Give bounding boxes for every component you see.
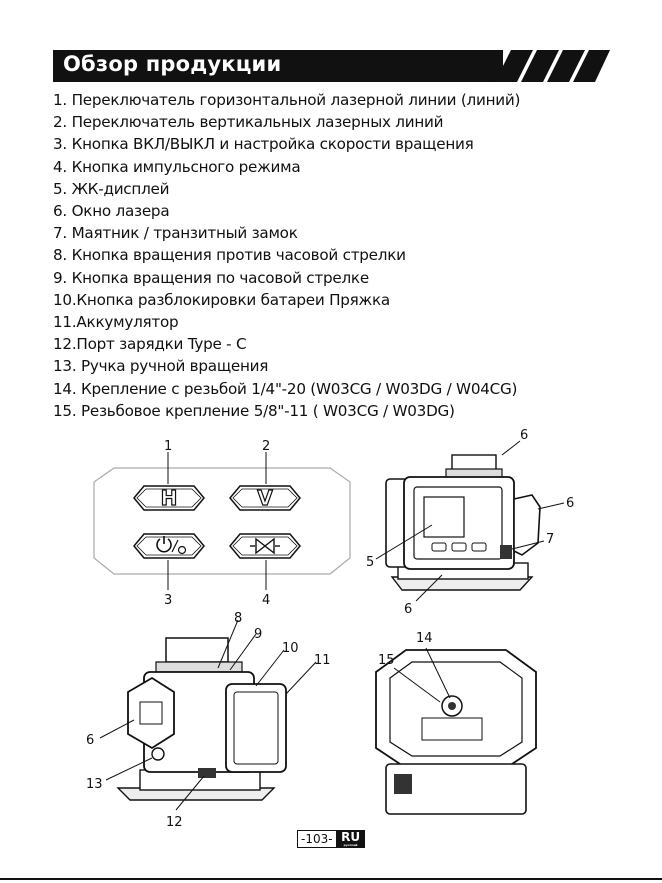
list-item: 8. Кнопка вращения против часовой стрелк… [53, 246, 406, 265]
front-view-figure: 6 6 7 5 6 [366, 428, 574, 617]
vertical-line-button: V [229, 485, 301, 511]
callout-6-top: 6 [520, 428, 528, 443]
list-item: 11.Аккумулятор [53, 313, 179, 332]
list-item: 3. Кнопка ВКЛ/ВЫКЛ и настройка скорости … [53, 135, 474, 154]
list-item: 1. Переключатель горизонтальной лазерной… [53, 91, 521, 109]
section-title-bar: Обзор продукции [53, 50, 503, 82]
callout-10: 10 [282, 641, 299, 656]
callout-15: 15 [378, 653, 395, 668]
callout-1: 1 [164, 439, 172, 454]
page-number: -103- [297, 830, 337, 848]
list-item: 15. Резьбовое крепление 5/8"-11 ( W03CG … [53, 401, 455, 420]
bottom-view-figure: 14 15 [375, 631, 537, 815]
callout-13: 13 [86, 777, 103, 792]
callout-5: 5 [366, 555, 374, 570]
list-item: 12.Порт зарядки Type - C [53, 335, 247, 354]
callout-12: 12 [166, 815, 183, 830]
callout-8: 8 [234, 611, 242, 626]
bottom-rule [0, 878, 662, 880]
callout-2: 2 [262, 439, 270, 454]
callout-6-side: 6 [86, 733, 94, 748]
list-item: 5. ЖК-дисплей [53, 179, 170, 198]
component-list: 1. Переключатель горизонтальной лазерной… [53, 89, 520, 422]
callout-11: 11 [314, 653, 331, 668]
callout-14: 14 [416, 631, 433, 646]
list-item: 2. Переключатель вертикальных лазерных л… [53, 113, 444, 132]
power-speed-button [133, 533, 205, 559]
pulse-mode-icon [250, 537, 280, 555]
list-item: 14. Крепление с резьбой 1/4"-20 (W03CG /… [53, 379, 518, 398]
list-item: 9. Кнопка вращения по часовой стрелке [53, 268, 369, 287]
horizontal-line-button: H [133, 485, 205, 511]
list-item: 6. Окно лазера [53, 202, 170, 221]
language-badge: RU русский [336, 830, 365, 848]
section-title: Обзор продукции [63, 52, 282, 76]
language-code: RU [341, 830, 361, 844]
callout-4: 4 [262, 593, 270, 608]
list-item: 10.Кнопка разблокировки батареи Пряжка [53, 290, 390, 309]
callout-9: 9 [254, 627, 262, 642]
pulse-mode-button [229, 533, 301, 559]
list-item: 13. Ручка ручной вращения [53, 357, 269, 376]
control-panel-figure: 1 2 3 4 H V [93, 439, 351, 608]
callout-3: 3 [164, 593, 172, 608]
h-label: H [161, 486, 178, 510]
title-stripes-decoration [495, 50, 610, 82]
callout-6-bottom: 6 [404, 602, 412, 617]
power-speed-icon [156, 536, 187, 555]
callout-7: 7 [546, 532, 554, 547]
list-item: 4. Кнопка импульсного режима [53, 157, 301, 176]
side-view-figure: 8 9 10 11 6 13 12 [86, 611, 331, 830]
v-label: V [257, 486, 273, 510]
page-footer: -103- RU русский [297, 830, 365, 848]
language-name: русский [343, 843, 358, 847]
callout-6-right: 6 [566, 496, 574, 511]
list-item: 7. Маятник / транзитный замок [53, 224, 298, 243]
